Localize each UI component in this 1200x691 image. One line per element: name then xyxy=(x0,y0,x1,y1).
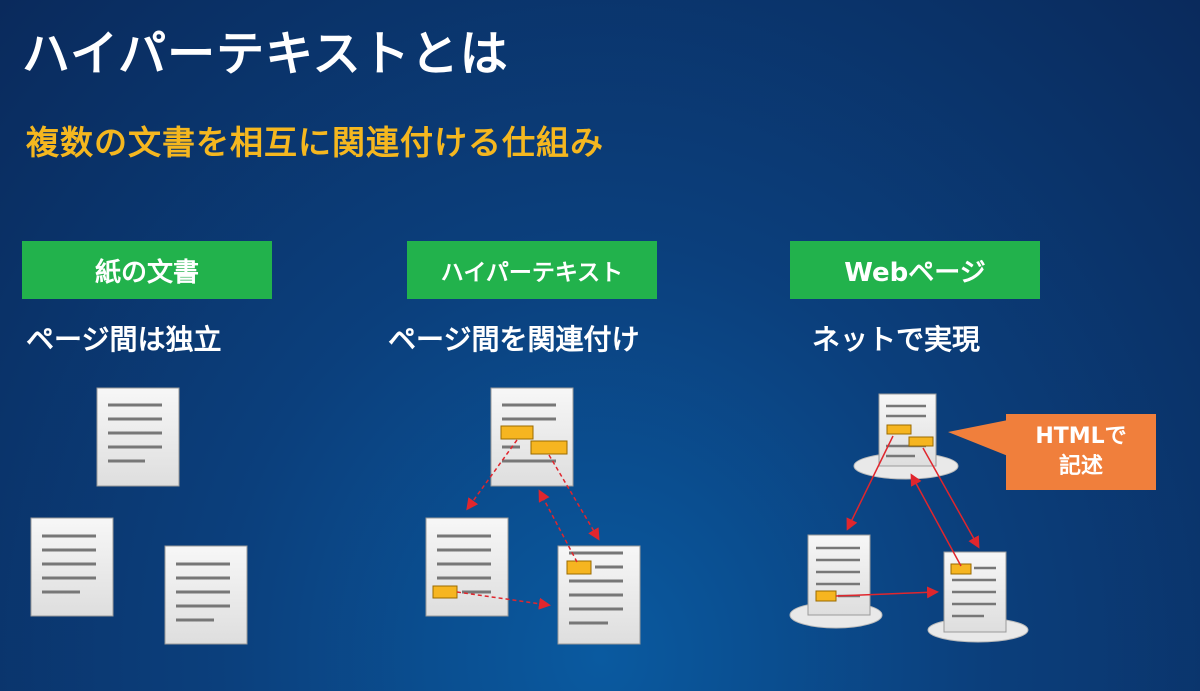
doc-hypertext-top xyxy=(490,387,574,487)
label-hypertext: ハイパーテキスト xyxy=(407,241,657,299)
doc-web-right xyxy=(943,551,1007,633)
link-anchor-2 xyxy=(530,440,568,455)
doc-web-top xyxy=(878,393,937,467)
doc-hypertext-right xyxy=(557,545,641,645)
label-web-page: Webページ xyxy=(790,241,1040,299)
doc-web-left xyxy=(807,534,871,616)
callout-pointer xyxy=(948,420,1008,456)
hypertext-link-arrows xyxy=(456,439,600,610)
link-anchor-3 xyxy=(432,585,458,599)
doc-paper-left xyxy=(30,517,114,617)
desc-hypertext: ページ間を関連付け xyxy=(388,323,640,356)
slide-title: ハイパーテキストとは xyxy=(22,26,509,82)
web-link-arrows xyxy=(835,435,980,599)
link-anchor-4 xyxy=(566,560,592,575)
slide-subtitle: 複数の文書を相互に関連付ける仕組み xyxy=(26,123,604,162)
label-paper-document: 紙の文書 xyxy=(22,241,272,299)
desc-paper-document: ページ間は独立 xyxy=(26,323,222,356)
doc-paper-top xyxy=(96,387,180,487)
callout-line-1: HTMLで xyxy=(1035,424,1127,449)
link-anchor-1 xyxy=(500,425,534,440)
callout-line-2: 記述 xyxy=(1058,454,1103,479)
desc-web-page: ネットで実現 xyxy=(812,323,981,356)
html-callout: HTMLで 記述 xyxy=(1006,414,1156,490)
doc-hypertext-left xyxy=(425,517,509,617)
doc-paper-right xyxy=(164,545,248,645)
